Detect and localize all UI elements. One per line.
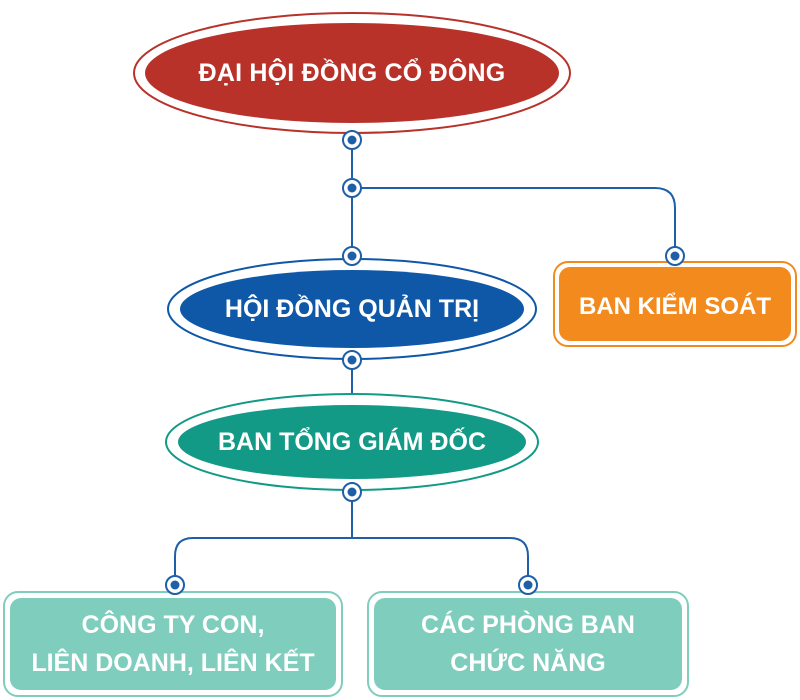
subsidiaries-node [3,591,343,697]
supervisory-node [553,261,797,347]
connector-lines [174,140,676,585]
subsidiaries-label-line1: CÔNG TY CON, [81,611,265,639]
departments-node [367,591,689,697]
subsidiaries-label: CÔNG TY CON, LIÊN DOANH, LIÊN KẾT [10,598,336,690]
shareholders-node [133,12,571,134]
departments-label-line1: CÁC PHÒNG BAN [421,611,635,639]
management-label: BAN TỔNG GIÁM ĐỐC [217,427,487,456]
board-label: HỘI ĐỒNG QUẢN TRỊ [224,294,480,323]
connector-dots [165,130,685,595]
shareholders-label: ĐẠI HỘI ĐỒNG CỔ ĐÔNG [198,58,506,87]
board-node [167,258,537,360]
supervisory-label: BAN KIỂM SOÁT [579,293,771,320]
management-node [165,393,539,491]
departments-label-line2: CHỨC NĂNG [450,649,606,677]
subsidiaries-label-line2: LIÊN DOANH, LIÊN KẾT [31,649,315,677]
departments-label: CÁC PHÒNG BAN CHỨC NĂNG [374,598,682,690]
